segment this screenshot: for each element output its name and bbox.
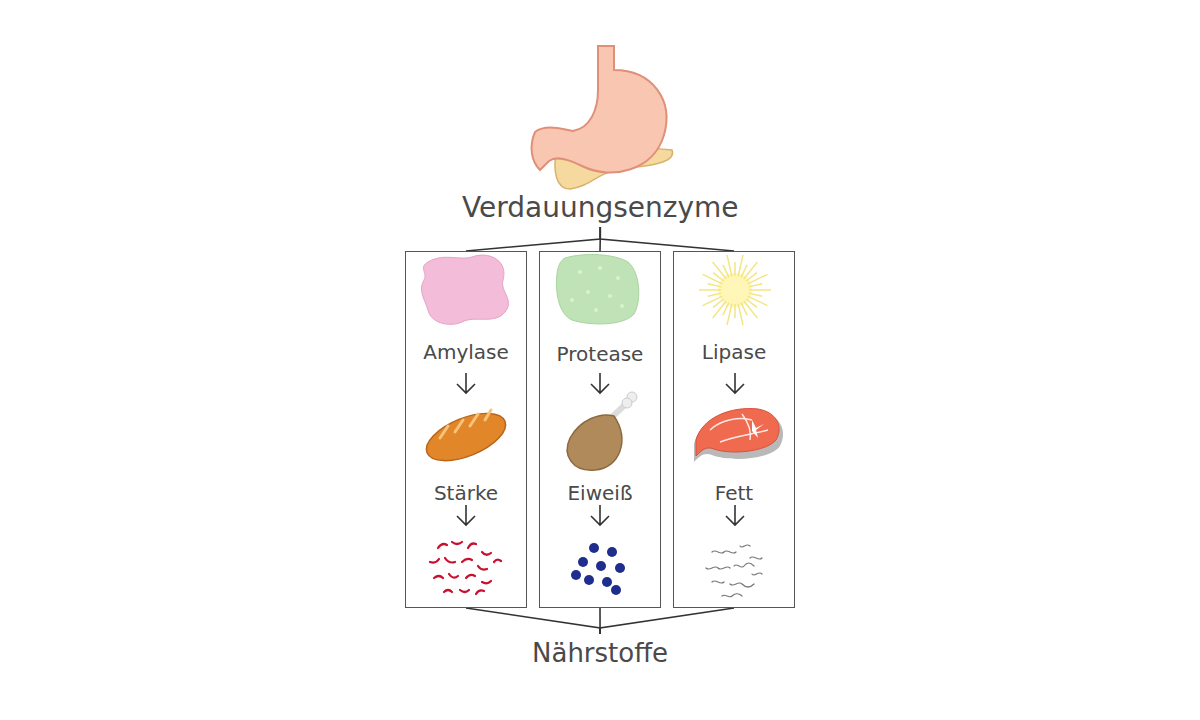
ray (713, 301, 727, 318)
chicken-leg-icon (567, 392, 637, 470)
enzyme-label: Protease (540, 342, 660, 366)
amylase-icon (421, 255, 508, 324)
heading-node: Verdauungsenzyme (456, 191, 745, 225)
substrate-label: Fett (674, 481, 794, 505)
result-node: Nährstoffe (526, 636, 674, 670)
ray (727, 304, 732, 325)
fatty-acid-fragments (706, 545, 762, 597)
ray (734, 262, 736, 276)
ray (723, 265, 729, 278)
ray (744, 301, 758, 318)
ray (708, 284, 722, 287)
sugar-fragments (430, 542, 501, 594)
ray (713, 262, 727, 279)
ray (741, 303, 747, 316)
ray (744, 262, 758, 279)
ray (703, 296, 723, 306)
ray (727, 255, 732, 276)
ray (708, 293, 722, 296)
ray (699, 289, 721, 291)
bread-icon (420, 404, 512, 471)
ray (749, 293, 763, 296)
enzyme-box: LipaseFett (673, 251, 795, 608)
enzyme-box: AmylaseStärke (405, 251, 527, 608)
ray (738, 304, 743, 325)
enzyme-box: ProteaseEiweiß (539, 251, 661, 608)
ray (748, 274, 768, 284)
ray (703, 274, 723, 284)
connector-line (466, 608, 600, 634)
ray (749, 284, 763, 287)
ray (749, 289, 771, 291)
ray (734, 304, 736, 318)
stomach (532, 46, 667, 173)
connector-line (466, 227, 600, 251)
amino-acid-dots (571, 543, 625, 595)
connector-line (600, 608, 734, 634)
lipase-icon (699, 255, 771, 325)
enzyme-label: Lipase (674, 340, 794, 364)
ray (738, 255, 743, 276)
heading-text: Verdauungsenzyme (456, 191, 745, 225)
substrate-label: Eiweiß (540, 481, 660, 505)
heading-text: Nährstoffe (526, 636, 674, 670)
protease-icon (556, 255, 638, 324)
substrate-label: Stärke (406, 481, 526, 505)
salmon-icon (694, 409, 783, 462)
ray (748, 296, 768, 306)
connector-line (600, 227, 734, 251)
enzyme-label: Amylase (406, 340, 526, 364)
